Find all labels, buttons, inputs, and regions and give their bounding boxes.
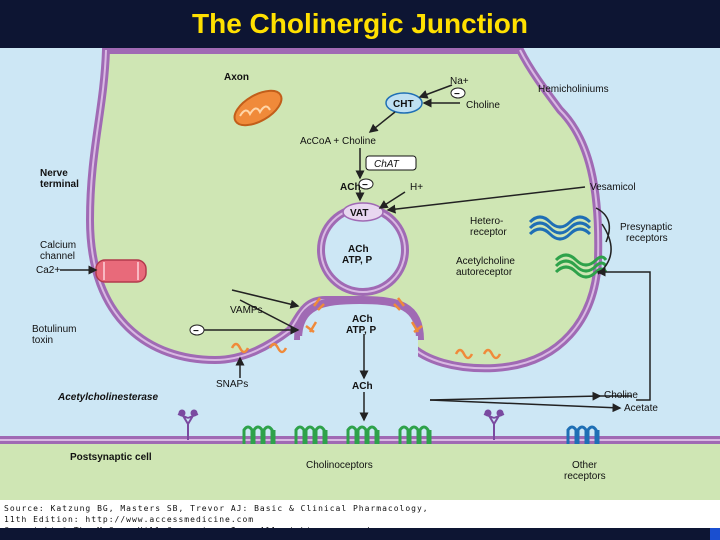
minus-botulinum: − [193, 326, 199, 337]
bottom-bar [0, 528, 720, 540]
botulinum-label-1: Botulinum [32, 324, 76, 335]
vat-transporter: VAT [342, 202, 384, 222]
vamps-label: VAMPs [230, 305, 263, 316]
autoreceptor-label-1: Acetylcholine [456, 256, 515, 267]
vamp-proteins [305, 297, 423, 333]
choline-recycle-label: Choline [604, 390, 638, 401]
minus-vesamicol: − [362, 180, 368, 191]
fusing-vesicle [294, 295, 424, 364]
axon-label: Axon [224, 72, 249, 83]
cht-transporter: CHT [385, 92, 423, 114]
presynaptic-receptors-label-2: receptors [626, 233, 668, 244]
acetylcholinesterase-enzyme-left [177, 409, 199, 440]
calcium-channel-label-1: Calcium [40, 240, 76, 251]
source-line-2: 11th Edition: http://www.accessmedicine.… [4, 515, 255, 524]
page-title: The Cholinergic Junction [191, 8, 528, 39]
vesicle-ach-label: ACh [348, 244, 369, 255]
acetylcholinesterase-label: Acetylcholinesterase [57, 392, 158, 403]
postsynaptic-cell-label: Postsynaptic cell [70, 452, 152, 463]
vesamicol-label: Vesamicol [590, 182, 636, 193]
presynaptic-receptors-label-1: Presynaptic [620, 222, 672, 233]
other-receptors-label-2: receptors [564, 471, 606, 482]
title-bar [0, 0, 720, 48]
mitochondrion [233, 89, 283, 127]
heteroreceptor [528, 215, 592, 241]
chat-label: ChAT [374, 159, 400, 170]
source-line-1: Source: Katzung BG, Masters SB, Trevor A… [4, 504, 429, 513]
nerve-terminal-label-1: Nerve [40, 168, 68, 179]
snaps-label: SNAPs [216, 379, 248, 390]
postsynaptic-cell [0, 436, 720, 500]
hemicholiniums-label: Hemicholiniums [538, 84, 609, 95]
vat-label: VAT [350, 208, 369, 219]
acetyl-coa-label: AcCoA + Choline [300, 136, 376, 147]
fusing-ach-label: ACh [352, 314, 373, 325]
pathway-arrows [60, 84, 651, 422]
na-label: Na+ [450, 76, 469, 87]
released-ach-label: ACh [352, 381, 373, 392]
botulinum-label-2: toxin [32, 335, 53, 346]
heteroreceptor-label-2: receptor [470, 227, 507, 238]
calcium-channel-label-2: channel [40, 251, 75, 262]
choline-uptake-label: Choline [466, 100, 500, 111]
cht-label: CHT [393, 99, 414, 110]
fusing-atp-label: ATP, P [346, 325, 377, 336]
h-plus-label: H+ [410, 182, 423, 193]
cholinoceptors [242, 425, 432, 444]
inhibition-markers [189, 87, 466, 336]
nerve-terminal-label-2: terminal [40, 179, 79, 190]
acetylcholinesterase-enzyme-right [483, 409, 505, 440]
calcium-ion-label: Ca2+ [36, 265, 60, 276]
vesicle-atp-label: ATP, P [342, 255, 373, 266]
cholinoceptors-label: Cholinoceptors [306, 460, 373, 471]
ach-synthesized-label: ACh [340, 182, 361, 193]
minus-hemicholinium: − [454, 89, 460, 100]
cholinergic-junction-diagram: CHT VAT ChAT [0, 48, 720, 500]
calcium-channel [95, 259, 147, 283]
other-receptors-label-1: Other [572, 460, 598, 471]
chat-enzyme: ChAT [365, 155, 417, 171]
heteroreceptor-label-1: Hetero- [470, 216, 503, 227]
bottom-bar-accent [710, 528, 720, 540]
snap-proteins [230, 342, 502, 360]
autoreceptor-label-2: autoreceptor [456, 267, 513, 278]
acetate-label: Acetate [624, 403, 658, 414]
other-receptor [566, 425, 600, 444]
